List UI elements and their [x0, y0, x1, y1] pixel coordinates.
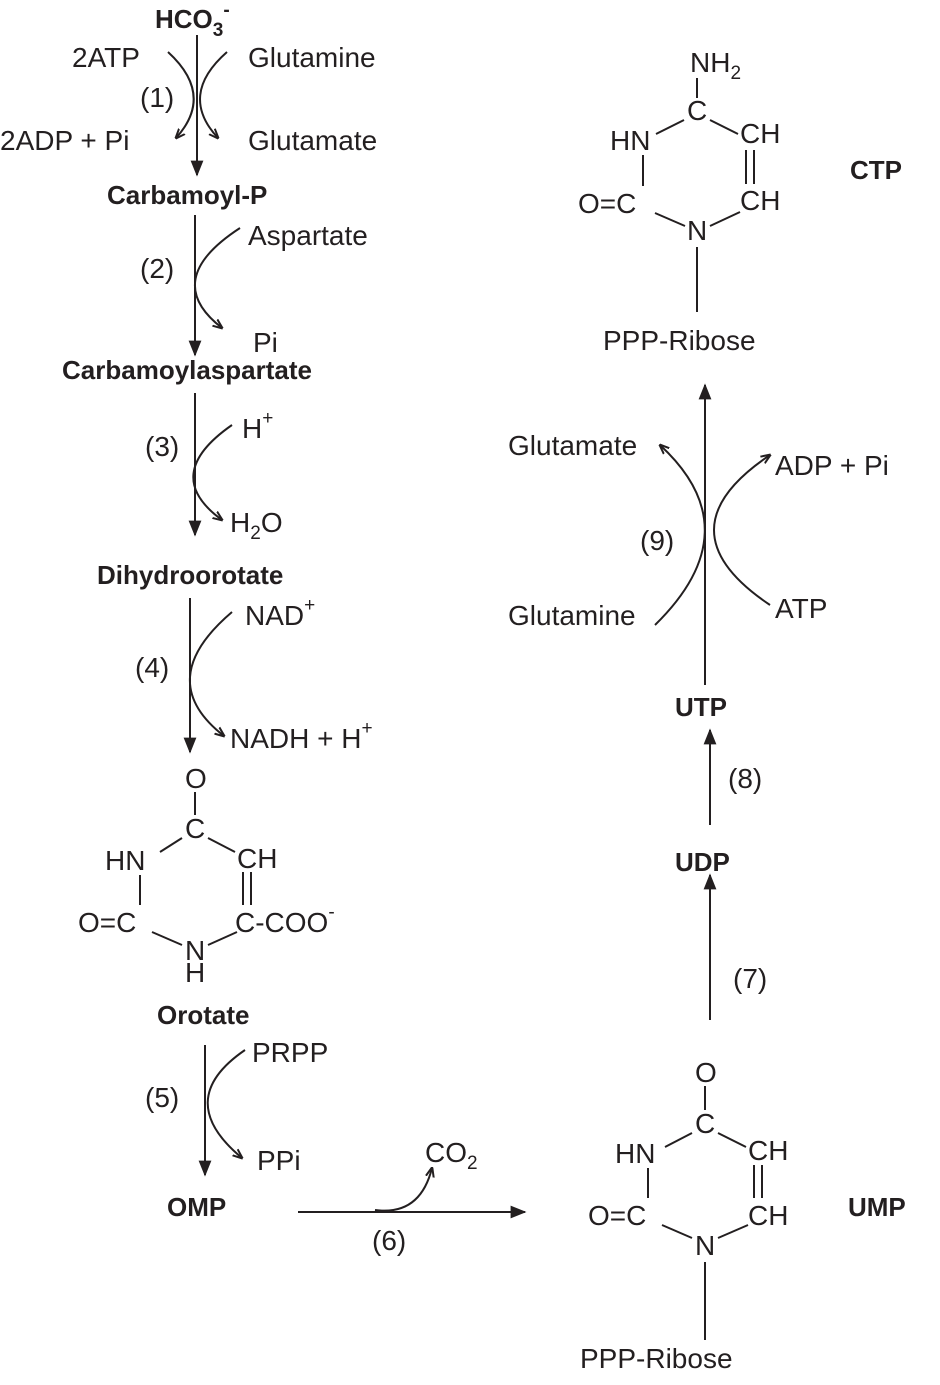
svg-text:O: O	[185, 763, 207, 794]
step-label-7: (7)	[733, 963, 767, 994]
step-label-5: (5)	[145, 1082, 179, 1113]
step-label-6: (6)	[372, 1225, 406, 1256]
step-label-1: (1)	[140, 82, 174, 113]
svg-text:CH: CH	[237, 843, 277, 874]
curve-step-3	[192, 424, 233, 520]
svg-text:HN: HN	[610, 125, 650, 156]
svg-text:O=C: O=C	[78, 907, 136, 938]
cofactor-nadh: NADH + H+	[230, 718, 373, 754]
ctp-structure: NH2 C HN CH O=C CH N PPP-Ribose	[578, 47, 780, 356]
svg-text:CH: CH	[740, 185, 780, 216]
svg-text:N: N	[687, 215, 707, 246]
step-label-3: (3)	[145, 431, 179, 462]
svg-text:PPP-Ribose: PPP-Ribose	[580, 1343, 733, 1374]
svg-text:O=C: O=C	[588, 1200, 646, 1231]
step-label-2: (2)	[140, 253, 174, 284]
compound-dihydroorotate: Dihydroorotate	[97, 560, 283, 590]
svg-text:O: O	[695, 1057, 717, 1088]
curve-step-9-right	[713, 455, 770, 606]
cofactor-2adp-pi: 2ADP + Pi	[0, 125, 129, 156]
svg-text:CH: CH	[748, 1135, 788, 1166]
cofactor-adp-pi: ADP + Pi	[775, 450, 889, 481]
svg-text:C: C	[687, 95, 707, 126]
svg-text:N: N	[185, 935, 205, 966]
step-label-8: (8)	[728, 763, 762, 794]
cofactor-prpp: PRPP	[252, 1037, 328, 1068]
cofactor-aspartate: Aspartate	[248, 220, 368, 251]
step-label-9: (9)	[640, 525, 674, 556]
svg-text:H: H	[185, 957, 205, 988]
cofactor-glutamate-1: Glutamate	[248, 125, 377, 156]
curve-step-6	[374, 1168, 432, 1212]
compound-orotate: Orotate	[157, 1000, 249, 1030]
svg-text:C: C	[185, 813, 205, 844]
compound-omp: OMP	[167, 1192, 226, 1222]
cofactor-glutamine-9: Glutamine	[508, 600, 636, 631]
cofactor-ppi: PPi	[257, 1145, 301, 1176]
cofactor-glutamine-1: Glutamine	[248, 42, 376, 73]
svg-text:CH: CH	[748, 1200, 788, 1231]
curve-step-9-left	[654, 445, 706, 626]
curve-step-5	[206, 1049, 246, 1158]
compound-hco3: HCO3-	[155, 0, 230, 41]
compound-udp: UDP	[675, 847, 730, 877]
svg-text:HN: HN	[105, 845, 145, 876]
curve-step-4	[189, 611, 233, 736]
cofactor-co2: CO2	[425, 1137, 478, 1174]
svg-text:HN: HN	[615, 1138, 655, 1169]
svg-text:O=C: O=C	[578, 188, 636, 219]
svg-text:N: N	[695, 1230, 715, 1261]
compound-utp: UTP	[675, 692, 727, 722]
svg-text:CH: CH	[740, 118, 780, 149]
compound-ctp: CTP	[850, 155, 902, 185]
cofactor-2atp: 2ATP	[72, 42, 140, 73]
curve-step-2	[194, 227, 241, 328]
orotate-structure: O C HN CH O=C C-COO- N H	[78, 763, 335, 988]
cofactor-glutamate-9: Glutamate	[508, 430, 637, 461]
cofactor-h2o: H2O	[230, 507, 283, 544]
cofactor-atp: ATP	[775, 593, 827, 624]
compound-ump: UMP	[848, 1192, 906, 1222]
cofactor-h-plus: H+	[242, 408, 273, 444]
cofactor-pi: Pi	[253, 327, 278, 358]
ump-structure: O C HN CH O=C CH N PPP-Ribose	[580, 1057, 788, 1374]
compound-carbamoylaspartate: Carbamoylaspartate	[62, 355, 312, 385]
step-label-4: (4)	[135, 652, 169, 683]
curve-step-1-left	[167, 51, 195, 138]
svg-text:C-COO-: C-COO-	[235, 902, 335, 938]
cofactor-nad: NAD+	[245, 595, 315, 631]
curve-step-1-right	[199, 51, 228, 138]
svg-text:NH2: NH2	[690, 47, 741, 84]
compound-carbamoyl-p: Carbamoyl-P	[107, 180, 267, 210]
svg-text:PPP-Ribose: PPP-Ribose	[603, 325, 756, 356]
svg-text:C: C	[695, 1108, 715, 1139]
